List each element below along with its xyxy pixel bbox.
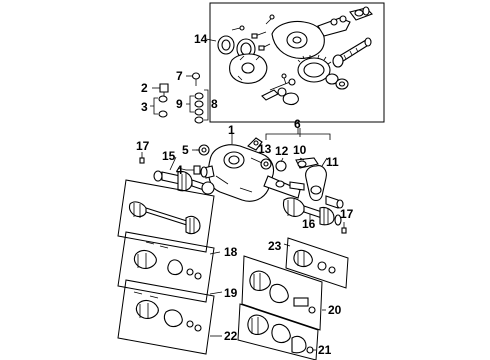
callout-1: 1 (228, 123, 235, 137)
boot-kit-box-20 (241, 255, 323, 331)
callout-21: 21 (318, 343, 332, 357)
pinion-gear-drawing (332, 37, 372, 68)
callout-17-left: 17 (136, 139, 150, 153)
boot-kit-box-18 (117, 231, 215, 303)
carrier-case-drawing (229, 53, 268, 84)
callout-12: 12 (275, 144, 289, 158)
callout-9: 9 (176, 97, 183, 111)
callout-15: 15 (162, 149, 176, 163)
boot-kit-box-22 (117, 279, 215, 355)
part-16-halfshaft (282, 197, 342, 226)
callout-3: 3 (141, 100, 148, 114)
callout-4: 4 (176, 163, 183, 177)
callout-6: 6 (294, 117, 301, 131)
carrier-bolts (231, 25, 271, 51)
part-17-vent-left (139, 152, 145, 164)
leader-lines (169, 38, 328, 351)
callout-labels: 14 7 2 3 9 8 1 5 17 15 4 6 13 12 10 11 1… (136, 32, 354, 357)
small-hardware-group (150, 72, 209, 124)
ring-gear-drawing (297, 54, 332, 83)
callout-2: 2 (141, 81, 148, 95)
callout-14: 14 (194, 32, 208, 46)
callout-18: 18 (224, 245, 238, 259)
callout-23: 23 (268, 239, 282, 253)
callout-8: 8 (211, 97, 218, 111)
part-17-vent-right (341, 222, 347, 234)
callout-17-right: 17 (340, 207, 354, 221)
differential-case-drawing (271, 6, 373, 59)
callout-13: 13 (258, 142, 272, 156)
carrier-shaft-small (265, 14, 275, 25)
side-bearing-drawing (217, 35, 256, 60)
callout-22: 22 (224, 329, 238, 343)
part-15-halfshaft (153, 170, 215, 195)
part-4-bushing (186, 165, 201, 175)
ring-pinion-detail-box (209, 2, 385, 123)
callout-20: 20 (328, 303, 342, 317)
differential-carrier-drawing (200, 137, 301, 202)
boot-kit-box-23 (285, 237, 349, 289)
callout-7: 7 (176, 69, 183, 83)
spider-gears (261, 73, 299, 106)
callout-5: 5 (182, 143, 189, 157)
pinion-bearings (325, 73, 349, 90)
output-shaft-assembly-right (260, 128, 344, 209)
boot-kit-box-21 (237, 303, 319, 360)
callout-19: 19 (224, 286, 238, 300)
callout-11: 11 (326, 155, 339, 169)
left-axle-shaft-box (117, 179, 215, 253)
part-5-seal (192, 144, 210, 156)
callout-16: 16 (302, 217, 316, 231)
callout-10: 10 (293, 143, 307, 157)
